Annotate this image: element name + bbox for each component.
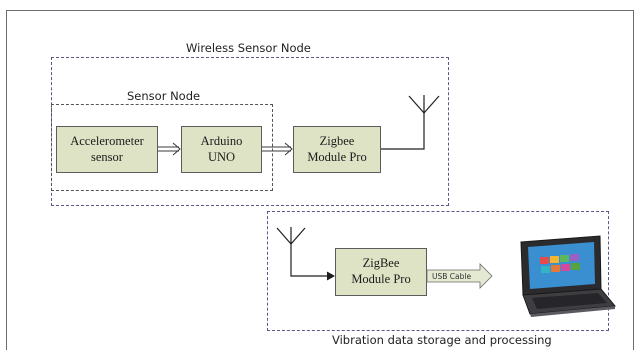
- arduino-uno-text: Arduino UNO: [200, 133, 243, 164]
- zigbee-rx-antenna-wire: [290, 244, 336, 281]
- zigbee-module-tx-block: Zigbee Module Pro: [293, 126, 381, 173]
- page-frame: [6, 10, 634, 350]
- accelerometer-sensor-text: Accelerometer sensor: [70, 133, 144, 164]
- accelerometer-to-arduino-arrow: [158, 142, 181, 156]
- zigbee-module-rx-block: ZigBee Module Pro: [335, 248, 427, 296]
- wireless-sensor-node-label: Wireless Sensor Node: [186, 41, 311, 55]
- laptop-icon: [520, 235, 616, 317]
- zigbee-tx-antenna-wire: [381, 113, 425, 150]
- arduino-to-zigbee-arrow: [262, 142, 293, 156]
- storage-processing-group: [267, 211, 609, 331]
- storage-processing-label: Vibration data storage and processing: [332, 333, 552, 347]
- sensor-node-label: Sensor Node: [127, 89, 201, 103]
- zigbee-module-tx-text: Zigbee Module Pro: [307, 133, 367, 164]
- usb-cable-label: USB Cable: [432, 272, 471, 281]
- usb-cable-arrow: USB Cable: [426, 263, 493, 289]
- accelerometer-sensor-block: Accelerometer sensor: [56, 126, 158, 173]
- antenna-icon: [408, 95, 440, 114]
- zigbee-module-rx-text: ZigBee Module Pro: [351, 256, 411, 286]
- antenna-icon: [276, 227, 306, 245]
- arduino-uno-block: Arduino UNO: [181, 126, 262, 173]
